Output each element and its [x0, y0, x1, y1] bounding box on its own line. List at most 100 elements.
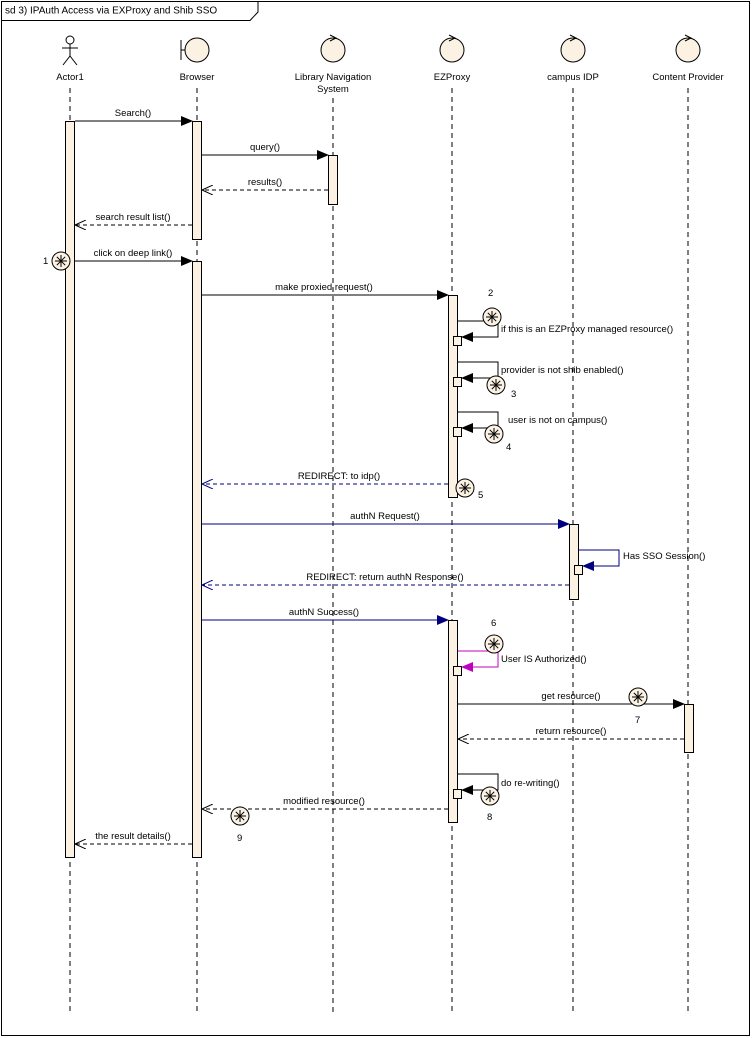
- message: the result details(): [75, 831, 192, 844]
- message-label: if this is an EZProxy managed resource(): [501, 324, 673, 335]
- marker-3: 3: [486, 375, 516, 400]
- marker-8: 8: [480, 786, 500, 823]
- message-label: provider is not shib enabled(): [501, 365, 624, 376]
- message: authN Success(): [202, 607, 449, 625]
- lifeline-ezproxy: EZProxy: [434, 34, 471, 1012]
- marker-number: 3: [511, 389, 516, 400]
- control-icon: [439, 34, 465, 63]
- marker-number: 9: [237, 833, 242, 844]
- self-message: user is not on campus(): [458, 411, 607, 433]
- activation-bar: [448, 620, 458, 823]
- message: results(): [202, 177, 328, 190]
- activation-bar: [574, 565, 583, 575]
- message: make proxied request(): [202, 282, 449, 300]
- asterisk-circle-icon: [484, 424, 504, 444]
- message-label: Has SSO Session(): [623, 551, 705, 562]
- frame-title-tab: [1, 1, 259, 21]
- lifeline-label-idp: campus IDP: [547, 72, 599, 83]
- message-label: authN Request(): [350, 511, 420, 522]
- markers: 1 2 3 4: [43, 251, 648, 844]
- lifeline-label-ezproxy: EZProxy: [434, 72, 471, 83]
- self-message: do re-writing(): [458, 773, 560, 795]
- self-message: Has SSO Session(): [579, 549, 705, 571]
- lifeline-label-actor1: Actor1: [56, 72, 83, 83]
- messages: Search() query() results() search result…: [75, 108, 705, 844]
- lifeline-label-browser: Browser: [180, 72, 215, 83]
- activation-bar: [192, 121, 202, 240]
- activation-bar: [453, 789, 462, 799]
- message-label: user is not on campus(): [508, 415, 607, 426]
- message-label: REDIRECT: to idp(): [298, 471, 380, 482]
- asterisk-circle-icon: [455, 478, 475, 498]
- marker-1: 1: [43, 251, 71, 271]
- control-icon: [560, 34, 586, 63]
- marker-number: 8: [487, 812, 492, 823]
- activation-bar: [453, 666, 462, 676]
- activation-bars: [65, 121, 694, 858]
- self-message: User IS Authorized(): [458, 650, 587, 672]
- message-label: authN Success(): [289, 607, 359, 618]
- control-icon: [675, 34, 701, 63]
- actor-icon: [62, 35, 78, 66]
- activation-bar: [684, 704, 694, 753]
- message-label: click on deep link(): [94, 248, 173, 259]
- message-label: results(): [248, 177, 282, 188]
- activation-bar: [453, 427, 462, 437]
- marker-number: 1: [43, 256, 48, 267]
- boundary-icon: [180, 37, 210, 63]
- asterisk-circle-icon: [484, 634, 504, 654]
- marker-number: 6: [491, 618, 496, 629]
- activation-bar: [65, 121, 75, 858]
- marker-number: 5: [478, 490, 483, 501]
- activation-bar: [453, 377, 462, 387]
- lifeline-label-libnav: Library Navigation: [295, 72, 372, 83]
- message-label: modified resource(): [283, 796, 365, 807]
- message-label: Search(): [115, 108, 151, 119]
- message: REDIRECT: return authN Response(): [202, 572, 569, 585]
- marker-6: 6: [484, 618, 504, 654]
- activation-bar: [569, 524, 579, 600]
- message: REDIRECT: to idp(): [202, 471, 448, 484]
- asterisk-circle-icon: [628, 687, 648, 707]
- message-label: REDIRECT: return authN Response(): [306, 572, 463, 583]
- message: search result list(): [75, 212, 192, 225]
- lifeline-label-libnav-line2: System: [317, 84, 349, 95]
- marker-number: 4: [506, 442, 511, 453]
- activation-bar: [448, 295, 458, 498]
- message-label: get resource(): [541, 691, 600, 702]
- message: return resource(): [458, 726, 684, 739]
- message-label: search result list(): [96, 212, 171, 223]
- message-label: the result details(): [95, 831, 171, 842]
- message: Search(): [75, 108, 193, 126]
- asterisk-circle-icon: [51, 251, 71, 271]
- marker-7: 7: [628, 687, 648, 726]
- marker-number: 2: [488, 288, 493, 299]
- message: click on deep link(): [75, 248, 193, 266]
- marker-2: 2: [482, 288, 502, 327]
- message: get resource(): [458, 691, 685, 709]
- activation-bar: [328, 155, 338, 205]
- activation-bar: [453, 336, 462, 346]
- asterisk-circle-icon: [486, 375, 506, 395]
- message-label: query(): [250, 142, 280, 153]
- lifeline-libnav: Library Navigation System: [295, 34, 372, 1012]
- activation-bar: [192, 261, 202, 858]
- marker-4: 4: [484, 424, 511, 453]
- marker-number: 7: [635, 715, 640, 726]
- control-icon: [320, 34, 346, 63]
- lifeline-provider: Content Provider: [652, 34, 724, 1012]
- lifeline-label-provider: Content Provider: [652, 72, 723, 83]
- message-label: do re-writing(): [501, 778, 560, 789]
- message-label: User IS Authorized(): [501, 654, 587, 665]
- marker-9: 9: [230, 806, 250, 844]
- self-message: provider is not shib enabled(): [458, 361, 624, 383]
- message: query(): [202, 142, 329, 160]
- asterisk-circle-icon: [480, 786, 500, 806]
- message-label: return resource(): [536, 726, 607, 737]
- message: authN Request(): [202, 511, 570, 529]
- frame-title: sd 3) IPAuth Access via EXProxy and Shib…: [5, 6, 217, 17]
- message-label: make proxied request(): [275, 282, 373, 293]
- self-message: if this is an EZProxy managed resource(): [458, 320, 673, 342]
- asterisk-circle-icon: [230, 806, 250, 826]
